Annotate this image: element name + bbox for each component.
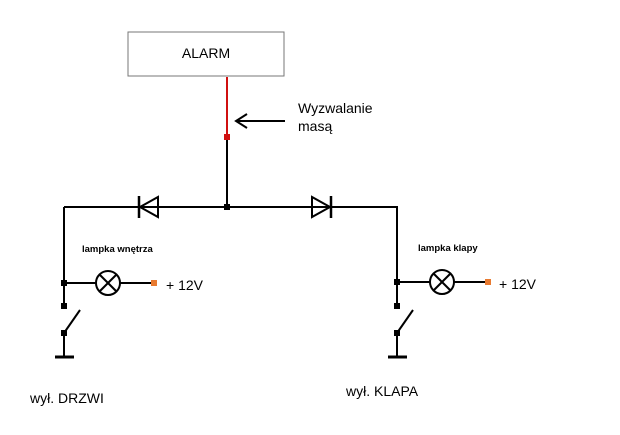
left-switch-label: wył. DRZWI <box>29 390 104 406</box>
alarm-label: ALARM <box>182 45 230 61</box>
trigger-label-line1: Wyzwalanie <box>298 100 373 116</box>
right-diode <box>311 195 333 219</box>
left-supply-terminal <box>151 280 157 286</box>
left-switch-top-contact <box>61 303 67 309</box>
left-lamp-label: lampka wnętrza <box>82 244 153 255</box>
left-lamp-icon <box>95 270 121 296</box>
right-switch-label: wył. KLAPA <box>345 383 419 399</box>
right-supply-label: + 12V <box>499 276 537 292</box>
trigger-point <box>224 134 230 140</box>
right-lamp-icon <box>429 269 455 295</box>
trigger-label-line2: masą <box>298 118 332 134</box>
right-switch-top-contact <box>394 303 400 309</box>
right-switch-blade <box>396 309 414 334</box>
trigger-arrow-head <box>234 113 248 129</box>
left-switch-blade <box>63 309 81 334</box>
left-diode <box>137 195 159 219</box>
right-lamp-label: lampka klapy <box>418 243 478 254</box>
right-supply-terminal <box>485 279 491 285</box>
alarm-box <box>127 31 285 77</box>
left-supply-label: + 12V <box>166 277 204 293</box>
